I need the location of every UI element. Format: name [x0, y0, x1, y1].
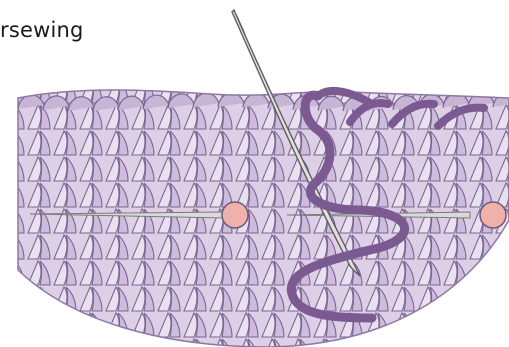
pin-head — [222, 202, 248, 228]
top-edge-loop — [493, 93, 509, 107]
pin-head — [480, 202, 506, 228]
